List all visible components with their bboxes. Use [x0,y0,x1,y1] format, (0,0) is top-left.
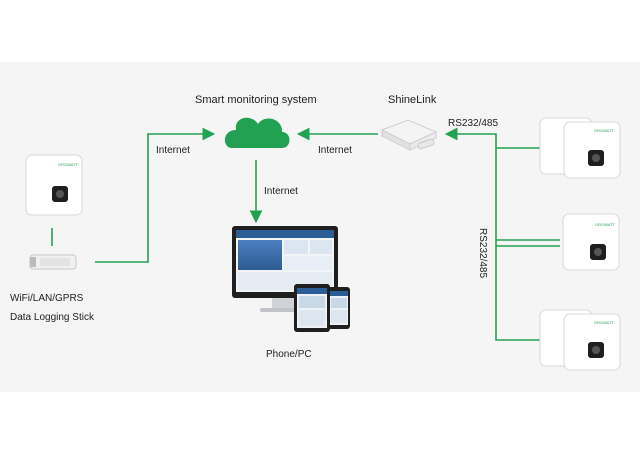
connector-inverters-shinelink [444,127,542,149]
rs232-485-label-vertical: RS232/485 [477,228,488,279]
shinelink-device [380,119,438,151]
inverter-left: GROWATT [25,154,83,216]
desktop-monitor [232,226,338,312]
phone-device [328,287,350,329]
rs485-bus [495,148,542,341]
internet-label-down: Internet [264,186,298,197]
smart-monitoring-system-title: Smart monitoring system [195,94,317,106]
svg-text:GROWATT: GROWATT [58,162,79,167]
rs232-485-label-top: RS232/485 [448,118,499,129]
shinelink-label: ShineLink [388,94,437,106]
inverter-right-middle: GROWATT [562,213,620,271]
internet-label-left: Internet [156,145,190,156]
stick-label-line2: Data Logging Stick [10,312,94,323]
svg-text:GROWATT: GROWATT [594,320,615,325]
cloud-icon [224,117,290,148]
tablet-device [294,284,330,332]
internet-label-right: Internet [318,145,352,156]
data-logging-stick [29,254,77,270]
phone-pc-label: Phone/PC [266,349,312,360]
connector-stick-cloud [95,127,216,263]
inverter-right-bottom: GROWATT [539,309,621,371]
svg-text:GROWATT: GROWATT [594,128,615,133]
stick-label-line1: WiFi/LAN/GPRS [10,293,84,304]
inverter-right-top: GROWATT [539,117,621,179]
svg-text:GROWATT: GROWATT [595,222,616,227]
